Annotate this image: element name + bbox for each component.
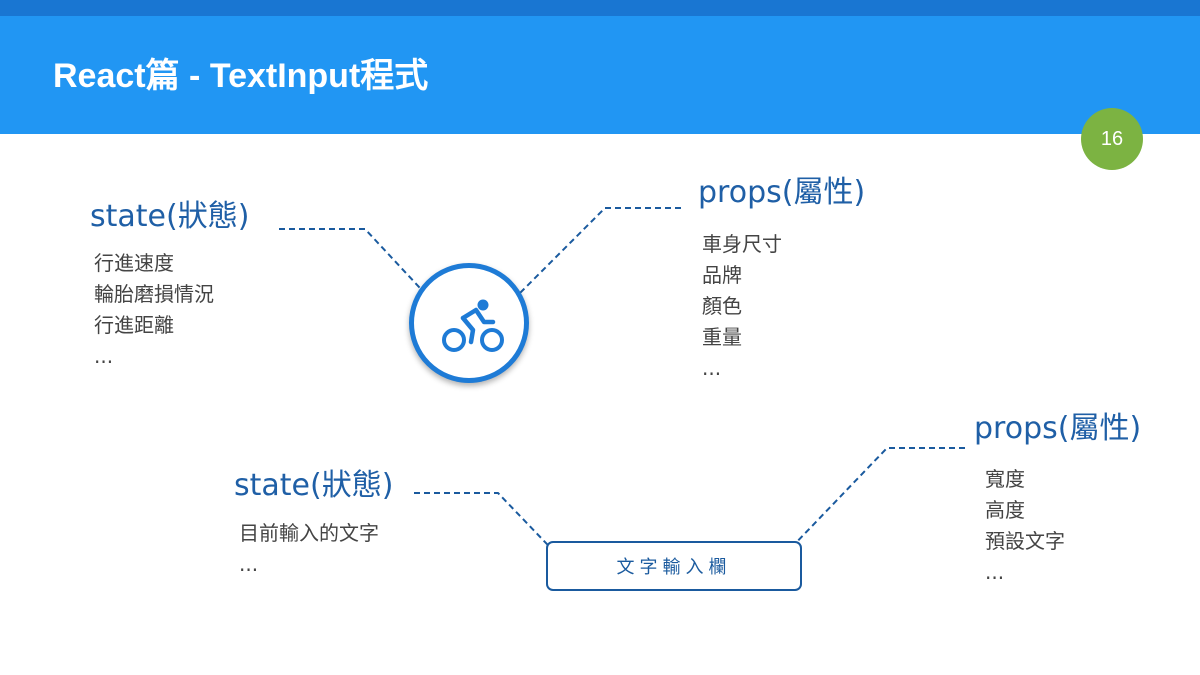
list-item: 輪胎磨損情況 bbox=[94, 282, 214, 306]
list-item: ... bbox=[702, 356, 722, 380]
bike-icon-circle bbox=[409, 263, 529, 383]
input-props-list: 寬度 高度 預設文字 ... bbox=[985, 464, 1065, 588]
list-item: 寬度 bbox=[985, 467, 1025, 491]
list-item: 目前輸入的文字 bbox=[239, 521, 379, 545]
list-item: 高度 bbox=[985, 498, 1025, 522]
bike-state-heading: state(狀態) bbox=[90, 199, 250, 234]
bicycle-icon bbox=[442, 299, 504, 352]
bike-props-connector bbox=[507, 207, 681, 306]
input-state-heading: state(狀態) bbox=[234, 468, 394, 503]
list-item: 行進距離 bbox=[94, 313, 174, 337]
bike-state-connector bbox=[279, 228, 434, 303]
slide-title: React篇 - TextInput程式 bbox=[53, 57, 429, 95]
input-state-connector bbox=[414, 492, 569, 567]
list-item: 品牌 bbox=[702, 263, 742, 287]
text-input-illustration: 文字輸入欄 bbox=[546, 541, 802, 591]
list-item: 行進速度 bbox=[94, 251, 174, 275]
list-item: ... bbox=[94, 344, 114, 368]
input-props-heading: props(屬性) bbox=[974, 411, 1142, 446]
list-item: 顏色 bbox=[702, 294, 742, 318]
list-item: 預設文字 bbox=[985, 529, 1065, 553]
slide-header bbox=[0, 16, 1200, 134]
bike-state-list: 行進速度 輪胎磨損情況 行進距離 ... bbox=[94, 248, 214, 372]
list-item: 車身尺寸 bbox=[702, 232, 782, 256]
page-number-badge: 16 bbox=[1081, 108, 1143, 170]
bike-props-heading: props(屬性) bbox=[698, 175, 866, 210]
list-item: ... bbox=[239, 552, 259, 576]
header-top-strip bbox=[0, 0, 1200, 16]
list-item: ... bbox=[985, 560, 1005, 584]
bike-props-list: 車身尺寸 品牌 顏色 重量 ... bbox=[702, 229, 782, 384]
input-props-connector bbox=[789, 447, 965, 550]
input-state-list: 目前輸入的文字 ... bbox=[239, 518, 379, 580]
list-item: 重量 bbox=[702, 325, 742, 349]
